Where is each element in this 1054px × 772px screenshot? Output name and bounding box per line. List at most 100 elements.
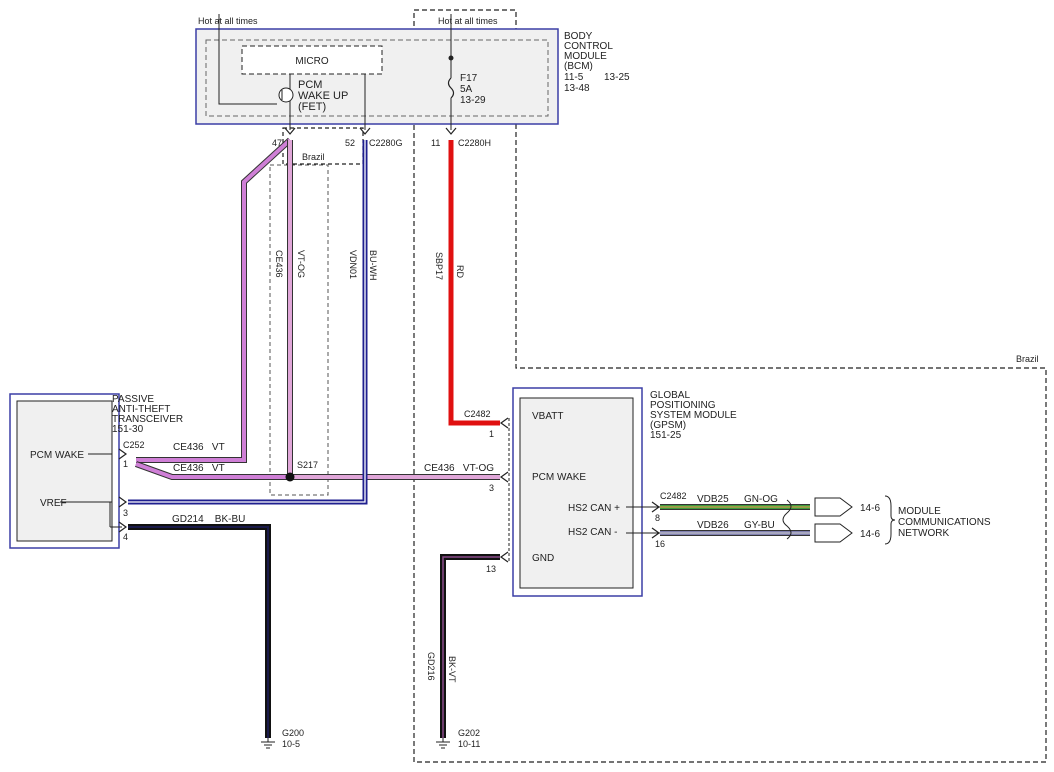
gpsm-pin8-label: 8 bbox=[655, 513, 660, 523]
gpsm-vbatt-label: VBATT bbox=[532, 411, 563, 422]
fet-label-1: PCM bbox=[298, 79, 322, 91]
brazil-label-top: Brazil bbox=[302, 152, 325, 162]
network-ref-1: 14-6 bbox=[860, 503, 880, 514]
fet-symbol bbox=[278, 87, 294, 103]
bcm-title-4: (BCM) bbox=[564, 61, 593, 72]
wire-sbp17-rd bbox=[448, 140, 500, 426]
pats-title-2: ANTI-THEFT bbox=[112, 404, 170, 415]
wire-label-gy-bu: GY-BU bbox=[744, 520, 775, 531]
pin-52-label: 52 bbox=[345, 138, 355, 148]
network-ref-2: 14-6 bbox=[860, 529, 880, 540]
pin-11-arrow-icon bbox=[445, 127, 457, 135]
bcm-title-2: CONTROL bbox=[564, 41, 613, 52]
bcm-title-3: MODULE bbox=[564, 51, 607, 62]
wire-gd214-bk-bu bbox=[128, 524, 271, 738]
wire-label-ce436-vt-1: CE436 VT bbox=[173, 442, 225, 453]
ground-g202-icon bbox=[436, 738, 450, 749]
ground-g202-label: G202 bbox=[458, 728, 480, 738]
gpsm-hs2-can-plus-label: HS2 CAN + bbox=[568, 503, 620, 514]
pats-pin4-label: 4 bbox=[123, 532, 128, 542]
fet-label-3: (FET) bbox=[298, 101, 326, 113]
hot-label-right: Hot at all times bbox=[438, 16, 498, 26]
gpsm-pcm-wake-label: PCM WAKE bbox=[532, 472, 586, 483]
wire-label-ce436-vt-2: CE436 VT bbox=[173, 463, 225, 474]
gpsm-hs2-can-minus-label: HS2 CAN - bbox=[568, 527, 617, 538]
gpsm-gnd-label: GND bbox=[532, 553, 554, 564]
pin-52-arrow-icon bbox=[359, 127, 371, 135]
gpsm-module bbox=[499, 387, 661, 597]
gpsm-pin13-arrow-icon bbox=[499, 551, 509, 563]
network-brace-icon bbox=[884, 495, 896, 545]
network-label-3: NETWORK bbox=[898, 528, 949, 539]
brazil-option-box bbox=[269, 164, 329, 496]
pats-pin3-label: 3 bbox=[123, 508, 128, 518]
gpsm-pin1-label: 1 bbox=[489, 429, 494, 439]
conn-c2280g-label: C2280G bbox=[369, 138, 403, 148]
pats-pin3-arrow-icon bbox=[118, 496, 128, 508]
gpsm-pin1-arrow-icon bbox=[499, 417, 509, 429]
wire-label-gn-og: GN-OG bbox=[744, 494, 778, 505]
pats-conn-label: C252 bbox=[123, 440, 145, 450]
wire-label-sbp17: SBP17 bbox=[434, 252, 444, 280]
wire-label-bu-wh: BU-WH bbox=[368, 250, 378, 281]
gpsm-conn-c2482-top: C2482 bbox=[464, 409, 491, 419]
wire-label-ce436-vt-og: CE436 VT-OG bbox=[424, 463, 494, 474]
fuse-label-3: 13-29 bbox=[460, 95, 486, 106]
bcm-ref-1: 11-5 bbox=[564, 72, 584, 83]
pats-pin4-arrow-icon bbox=[118, 521, 128, 533]
bcm-module: MICRO bbox=[195, 14, 559, 135]
pin-47-arrow-icon bbox=[284, 127, 296, 135]
network-label-2: COMMUNICATIONS bbox=[898, 517, 991, 528]
wire-label-gd216: GD216 bbox=[426, 652, 436, 681]
ground-g200-icon bbox=[261, 738, 275, 749]
wire-label-rd: RD bbox=[455, 265, 465, 278]
network-arrow-1-icon bbox=[814, 497, 853, 517]
brazil-label-right: Brazil bbox=[1016, 354, 1039, 364]
brazil-region-boundary bbox=[413, 9, 1047, 763]
wire-label-bk-vt: BK-VT bbox=[447, 656, 457, 683]
gpsm-title-1: GLOBAL bbox=[650, 390, 690, 401]
pats-title-1: PASSIVE bbox=[112, 394, 154, 405]
pats-pcm-wake-label: PCM WAKE bbox=[30, 450, 84, 461]
fet-label-2: WAKE UP bbox=[298, 90, 348, 102]
wire-gd216-bk-vt bbox=[440, 554, 500, 738]
wire-ce436-vt-og bbox=[134, 140, 500, 480]
pin-11-label: 11 bbox=[431, 138, 440, 148]
pats-vref-label: VREF bbox=[40, 498, 67, 509]
wire-label-vt-og-vertical: VT-OG bbox=[296, 250, 306, 278]
network-label-1: MODULE bbox=[898, 506, 941, 517]
pats-pin1-label: 1 bbox=[123, 459, 128, 469]
wire-vdn01-bu-wh bbox=[128, 140, 368, 505]
splice-s217-dot bbox=[285, 472, 295, 482]
gpsm-title-3: SYSTEM MODULE bbox=[650, 410, 737, 421]
splice-s217-label: S217 bbox=[297, 460, 318, 470]
fuse-label-2: 5A bbox=[460, 84, 473, 95]
fuse-label-1: F17 bbox=[460, 73, 478, 84]
fuse-f17-icon bbox=[447, 77, 455, 99]
gpsm-title-4: (GPSM) bbox=[650, 420, 686, 431]
gpsm-pin16-arrow-icon bbox=[651, 527, 661, 539]
ground-g200-ref: 10-5 bbox=[282, 739, 300, 749]
pin-47-label: 47 bbox=[272, 138, 282, 148]
micro-label: MICRO bbox=[295, 56, 329, 67]
gpsm-pin13-label: 13 bbox=[486, 564, 496, 574]
wire-label-gd214: GD214 BK-BU bbox=[172, 514, 245, 525]
gpsm-conn-c2482-mid: C2482 bbox=[660, 491, 687, 501]
bcm-ref-3: 13-48 bbox=[564, 83, 590, 94]
gpsm-title-5: 151-25 bbox=[650, 430, 682, 441]
ground-g200-label: G200 bbox=[282, 728, 304, 738]
pats-pin1-arrow-icon bbox=[118, 448, 128, 460]
gpsm-title-2: POSITIONING bbox=[650, 400, 716, 411]
gpsm-pin3-arrow-icon bbox=[499, 471, 509, 483]
ground-g202-ref: 10-11 bbox=[458, 739, 480, 749]
wire-ce436-vt bbox=[136, 137, 293, 463]
hot-label-left: Hot at all times bbox=[198, 16, 258, 26]
bcm-ref-2: 13-25 bbox=[604, 72, 630, 83]
bcm-title-1: BODY bbox=[564, 31, 593, 42]
network-arrow-2-icon bbox=[814, 523, 853, 543]
pats-module bbox=[9, 393, 128, 549]
pats-title-3: TRANSCEIVER bbox=[112, 414, 183, 425]
wire-label-vdb26: VDB26 bbox=[697, 520, 729, 531]
